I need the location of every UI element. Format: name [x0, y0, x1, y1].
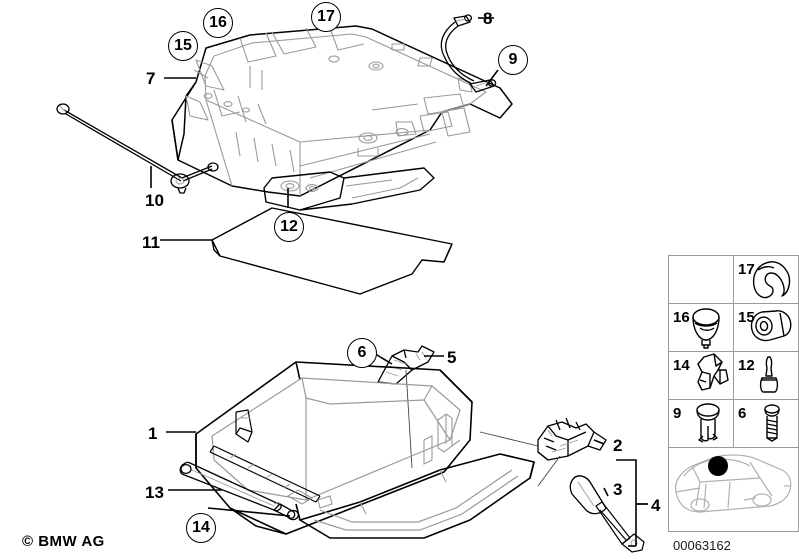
legend-number-12: 12 — [738, 357, 755, 374]
part-10-torsion-rod — [56, 103, 219, 194]
part-2-lock-latch — [537, 417, 607, 461]
diagram-id-label: 00063162 — [673, 538, 731, 553]
callout-8: 8 — [483, 9, 493, 28]
part-1-hinge-rail — [209, 409, 321, 503]
callout-12: 12 — [274, 212, 304, 242]
part-1-door-lid — [295, 453, 535, 539]
callout-1: 1 — [148, 424, 158, 443]
copyright-notice: © BMW AG — [22, 533, 105, 550]
callout-15: 15 — [168, 31, 198, 61]
legend-number-6: 6 — [738, 405, 747, 422]
part-10-rod-detail — [59, 105, 185, 185]
callout-17: 17 — [311, 2, 341, 32]
legend-number-17: 17 — [738, 261, 755, 278]
part-3-cylinder-detail — [577, 481, 595, 507]
part-1-latch-recess — [286, 489, 333, 509]
legend-number-15: 15 — [738, 309, 755, 326]
part-1-tray-inner — [211, 377, 461, 501]
part-1-glove-box-tray — [195, 361, 473, 535]
part-13-gas-strut — [179, 461, 300, 521]
callout-5: 5 — [447, 348, 457, 367]
round-knob-icon — [692, 308, 720, 349]
callout-11: 11 — [142, 233, 160, 252]
car-locator-icon — [675, 454, 792, 513]
part-8-damper-cable — [440, 14, 497, 93]
screw-icon — [764, 404, 780, 442]
legend-number-14: 14 — [673, 357, 690, 374]
c-clip-icon — [752, 261, 791, 299]
callout-3: 3 — [613, 480, 623, 499]
part-13-strut-detail — [191, 469, 281, 507]
part-1-hinge-detail — [229, 417, 291, 489]
legend-number-16: 16 — [673, 309, 690, 326]
part-5-assembly-leader — [405, 369, 413, 469]
part-4-key — [595, 501, 645, 553]
expansion-rivet-icon — [696, 403, 720, 443]
car-locator-dot — [708, 456, 728, 476]
part-3-lock-cylinder — [569, 475, 607, 515]
part-9-cable-end-fitting — [455, 18, 489, 87]
part-11-glove-box-mat — [211, 207, 453, 295]
callout-13: 13 — [145, 483, 164, 502]
part-12-mounting-tab — [263, 167, 435, 211]
callout-leaders — [150, 10, 648, 547]
callout-14: 14 — [186, 513, 216, 543]
callout-10: 10 — [145, 191, 164, 210]
callout-4: 4 — [651, 496, 661, 515]
part-2-assembly-leader — [479, 431, 561, 487]
callout-7: 7 — [146, 69, 156, 88]
part-1-side-rib — [423, 413, 461, 465]
callout-2: 2 — [613, 436, 623, 455]
part-5-catch-bracket — [377, 345, 435, 385]
part-7-housing-detail — [185, 27, 487, 196]
grommet-icon — [750, 310, 792, 342]
part-2-latch-detail — [547, 429, 579, 453]
push-pin-rivet-icon — [759, 356, 779, 393]
part-12-tab-detail — [280, 177, 419, 199]
part-1-door-detail — [313, 469, 519, 531]
callout-9: 9 — [498, 45, 528, 75]
callout-16: 16 — [203, 8, 233, 38]
legend-number-9: 9 — [673, 405, 682, 422]
part-7-glove-box-housing — [171, 25, 513, 197]
callout-6: 6 — [347, 338, 377, 368]
angle-bracket-clip-icon — [697, 353, 729, 391]
